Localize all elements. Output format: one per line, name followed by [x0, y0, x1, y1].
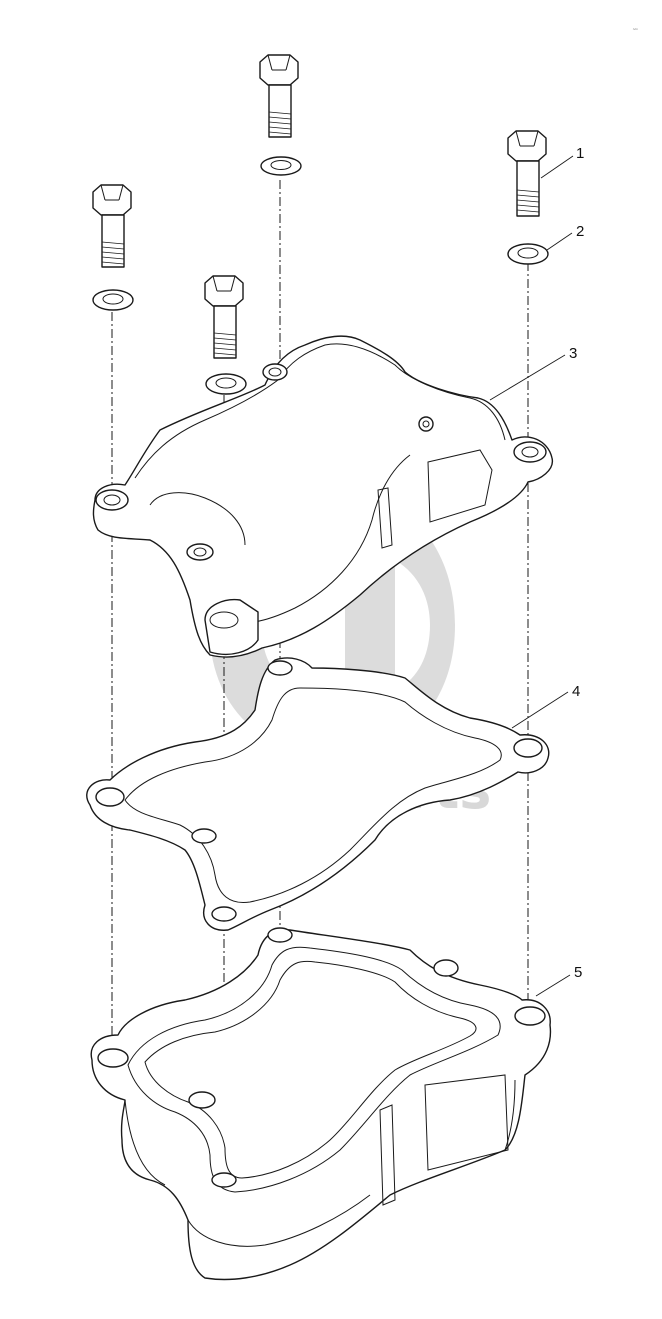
gasket-inner-opening — [124, 687, 502, 904]
bolt-shank — [213, 305, 237, 359]
cover-ridge — [234, 454, 411, 624]
bolt-head-facet — [100, 184, 106, 201]
callout-4: 4 — [572, 683, 580, 700]
bolt-thread — [268, 111, 292, 135]
callout-5: 5 — [574, 964, 582, 981]
corner-mark: ˜˜ — [632, 29, 638, 36]
bolt-shank — [268, 84, 292, 138]
housing-body — [90, 928, 552, 1281]
bolt-shank — [101, 214, 125, 268]
cover-boss-left — [149, 492, 246, 546]
bolt-head-facet — [212, 275, 218, 292]
gasket — [86, 657, 550, 931]
bolt-head-facet — [118, 184, 124, 201]
bolt-assembly-center — [204, 275, 247, 395]
cover-mount-hole-left — [95, 489, 129, 511]
housing — [90, 927, 552, 1281]
washer-hole — [517, 247, 539, 259]
housing-hole-front — [211, 1172, 237, 1188]
leader-line-1 — [540, 155, 574, 179]
cover-mount-hole-right-bore — [521, 446, 539, 458]
cover-breather-plug — [418, 416, 434, 432]
washer-hole — [270, 160, 292, 170]
washer — [205, 373, 247, 395]
cover-mount-hole-inner-bore — [193, 547, 207, 557]
cover-mount-hole-right — [513, 441, 547, 463]
cover-top-edge — [134, 343, 506, 479]
leader-line-4 — [511, 691, 569, 729]
leader-lines — [489, 155, 574, 997]
housing-hole-rear — [433, 959, 459, 977]
bolt-assembly-top — [259, 54, 302, 176]
gasket-hole-left — [95, 787, 125, 807]
housing-hole-inner — [188, 1091, 216, 1109]
washer-hole — [102, 293, 124, 305]
cover-mount-hole-top-bore — [268, 367, 282, 377]
callouts: 1 2 3 4 5 — [569, 145, 584, 981]
cover-body — [92, 335, 554, 658]
bolt-assembly-right — [507, 130, 549, 265]
bolt-head-facet — [515, 130, 521, 147]
cover-rib — [377, 487, 393, 549]
cover-ridge-side — [427, 449, 493, 523]
cover-mount-hole-inner — [186, 543, 214, 561]
housing-side-rib — [379, 1104, 396, 1206]
bolt-head-facet — [533, 130, 539, 147]
washer — [92, 289, 134, 311]
gasket-hole-front — [211, 906, 237, 922]
gasket-hole-top — [267, 660, 293, 676]
bolt-head-facet — [285, 54, 291, 71]
housing-hole-right — [514, 1006, 546, 1026]
callout-3: 3 — [569, 345, 577, 362]
leader-line-2 — [546, 232, 573, 251]
housing-cavity — [144, 960, 477, 1179]
gasket-hole-right — [513, 738, 543, 758]
washer — [507, 243, 549, 265]
gasket-outline — [86, 657, 550, 931]
leader-line-3 — [489, 354, 566, 401]
cover-front-boss-hole — [209, 611, 239, 629]
washer — [260, 156, 302, 176]
housing-rim — [127, 946, 501, 1193]
housing-side-pocket — [424, 1074, 509, 1171]
housing-wall-lower — [124, 1079, 516, 1247]
callout-1: 1 — [576, 145, 584, 162]
gasket-hole-inner — [191, 828, 217, 844]
cover-mount-hole-left-bore — [103, 494, 121, 506]
cover-breather-plug-center — [422, 420, 430, 428]
callout-2: 2 — [576, 223, 584, 240]
housing-hole-left — [97, 1048, 129, 1068]
bolt-assembly-left — [92, 184, 134, 311]
bolt-thread — [213, 332, 237, 356]
housing-hole-top — [267, 927, 293, 943]
cover-mount-hole-top — [262, 363, 288, 381]
bolt-thread — [516, 189, 540, 213]
bolt-thread — [101, 241, 125, 265]
bolt-head-facet — [267, 54, 273, 71]
bolt-head-facet — [230, 275, 236, 292]
bolt-shank — [516, 160, 540, 217]
cover — [92, 335, 554, 658]
leader-line-5 — [535, 974, 571, 997]
washer-hole — [215, 377, 237, 389]
